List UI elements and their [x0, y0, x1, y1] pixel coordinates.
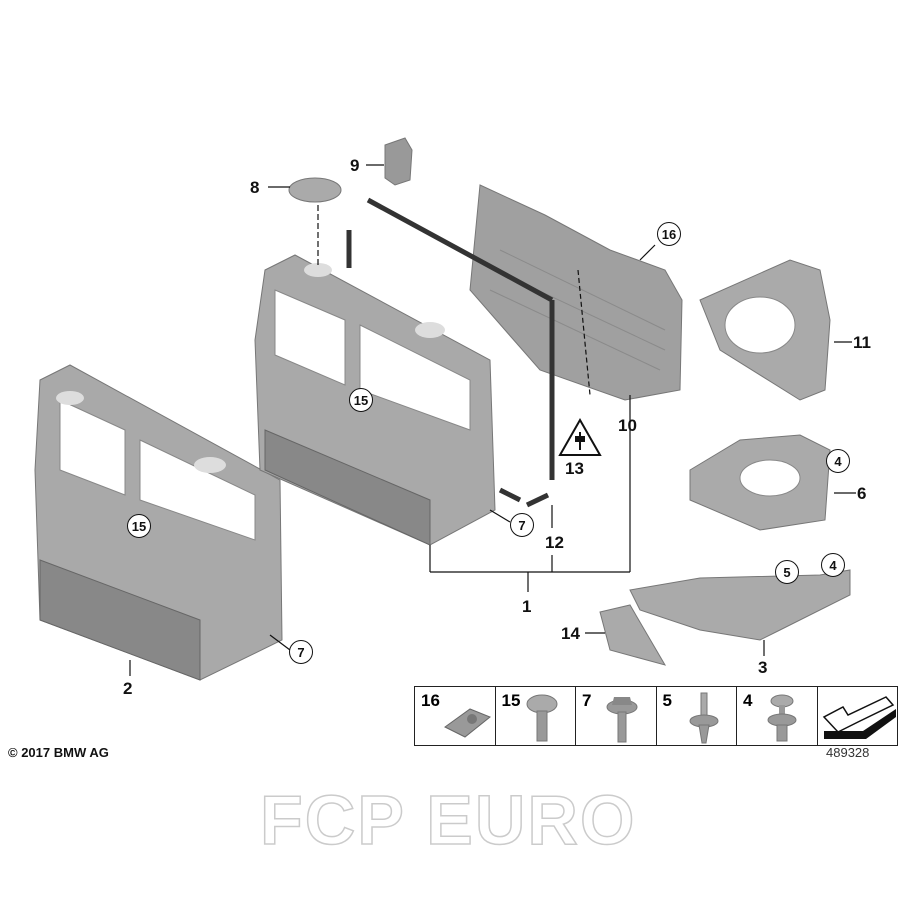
- callout-10: 10: [618, 416, 637, 435]
- callout-1: 1: [522, 597, 532, 616]
- bracket-part-9: [384, 137, 413, 186]
- legend-label: 15: [501, 691, 521, 710]
- legend-item-16: 16: [415, 687, 496, 745]
- callout-16: 16: [657, 222, 681, 246]
- callout-7: 7: [510, 513, 534, 537]
- cap-part-8: [288, 177, 342, 203]
- bracket-part-14: [599, 604, 667, 666]
- cage-nut-icon: [444, 708, 491, 738]
- leader-lines: [129, 164, 856, 676]
- callout-2: 2: [123, 679, 133, 698]
- copyright: © 2017 BMW AG: [8, 745, 109, 760]
- callout-4: 4: [826, 449, 850, 473]
- callout-12: 12: [545, 533, 564, 552]
- hex-bolt-icon: [606, 697, 638, 743]
- callout-5: 5: [775, 560, 799, 584]
- expanding-rivet-icon: [689, 692, 718, 744]
- fastener-legend: 16 15 7 5 4: [414, 686, 898, 746]
- callout-15: 15: [349, 388, 373, 412]
- callout-9: 9: [350, 156, 360, 175]
- legend-label: 5: [662, 691, 672, 710]
- screw-icon: [526, 694, 557, 742]
- watermark: FCP EURO: [259, 781, 637, 859]
- direction-arrow-icon: [822, 696, 896, 739]
- seal-strip-part-12: [346, 197, 555, 508]
- callout-8: 8: [250, 178, 260, 197]
- legend-item-4: 4: [737, 687, 818, 745]
- push-clip-icon: [767, 694, 797, 742]
- callout-7: 7: [289, 640, 313, 664]
- legend-direction-arrow: [818, 687, 898, 745]
- air-shutter-part-10: [469, 184, 683, 401]
- callout-3: 3: [758, 658, 768, 677]
- legend-label: 4: [743, 691, 753, 710]
- warning-triangle-icon: [558, 417, 602, 456]
- callout-11: 11: [853, 333, 871, 352]
- air-duct-frame-part-2: [34, 364, 283, 681]
- bracket-part-3: [629, 569, 851, 641]
- diagram-number: 489328: [826, 745, 870, 760]
- air-duct-frame-part-1: [254, 254, 496, 546]
- callout-4: 4: [821, 553, 845, 577]
- callout-14: 14: [561, 624, 580, 643]
- callout-15: 15: [127, 514, 151, 538]
- legend-item-5: 5: [657, 687, 737, 745]
- legend-item-15: 15: [496, 687, 576, 745]
- legend-label: 16: [421, 691, 440, 710]
- callout-13: 13: [565, 459, 584, 478]
- legend-item-7: 7: [576, 687, 657, 745]
- legend-label: 7: [582, 691, 592, 710]
- callout-6: 6: [857, 484, 867, 503]
